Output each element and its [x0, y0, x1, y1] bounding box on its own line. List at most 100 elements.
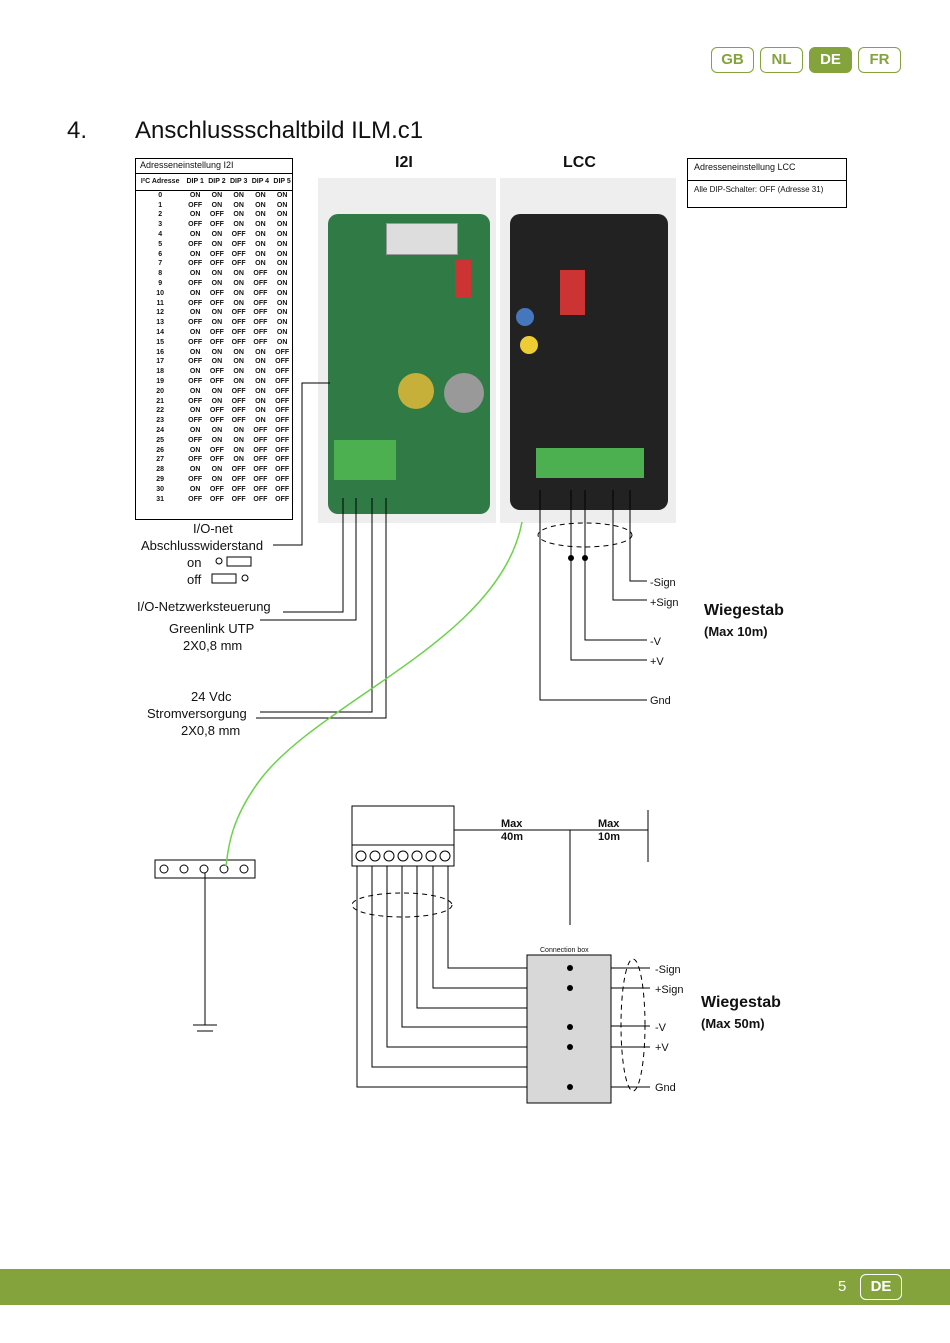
table-cell: ON	[233, 456, 244, 464]
footer-lang-de[interactable]: DE	[860, 1274, 902, 1300]
table-cell: ON	[211, 387, 223, 395]
lower-v-plus: +V	[655, 1042, 669, 1054]
lcc-table-value: Alle DIP-Schalter: OFF (Adresse 31)	[694, 185, 824, 194]
table-cell: OFF	[231, 397, 246, 405]
lang-gb[interactable]: GB	[711, 47, 754, 73]
table-cell: ON	[211, 309, 223, 317]
table-cell: OFF	[253, 279, 268, 287]
table-cell: 14	[156, 328, 165, 336]
table-cell: ON	[211, 230, 223, 238]
table-cell: 28	[156, 466, 165, 474]
max40-a: Max	[501, 818, 523, 830]
table-cell: ON	[255, 250, 266, 258]
page-number: 5	[838, 1278, 847, 1295]
table-cell: OFF	[231, 466, 246, 474]
table-cell: OFF	[275, 407, 290, 415]
table-cell: ON	[211, 240, 223, 248]
max10-a: Max	[598, 818, 620, 830]
table-cell: ON	[211, 279, 223, 287]
table-cell: 2	[158, 211, 163, 219]
lcc-v-minus: -V	[650, 636, 661, 648]
table-cell: OFF	[275, 358, 290, 366]
table-cell: ON	[276, 240, 288, 248]
table-cell: OFF	[253, 446, 268, 454]
table-cell: OFF	[253, 309, 268, 317]
table-cell: ON	[276, 299, 288, 307]
table-cell: ON	[276, 319, 288, 327]
table-cell: OFF	[253, 436, 268, 444]
table-cell: 13	[156, 319, 165, 327]
table-cell: ON	[276, 250, 288, 258]
lower-v-minus: -V	[655, 1022, 666, 1034]
table-cell: ON	[233, 201, 244, 209]
table-cell: OFF	[231, 328, 246, 336]
table-cell: OFF	[209, 211, 224, 219]
table-cell: ON	[255, 387, 266, 395]
lcc-label: LCC	[563, 154, 596, 171]
table-cell: ON	[189, 191, 201, 199]
table-cell: ON	[211, 201, 223, 209]
lang-de[interactable]: DE	[809, 47, 852, 73]
jumper-off-label: off	[187, 572, 202, 587]
table-cell: ON	[233, 377, 244, 385]
lcc-sign-minus: -Sign	[650, 577, 676, 589]
table-cell: ON	[233, 191, 244, 199]
table-cell: ON	[255, 397, 266, 405]
max10-b: 10m	[598, 831, 621, 843]
lang-fr[interactable]: FR	[858, 47, 901, 73]
table-cell: OFF	[209, 250, 224, 258]
table-cell: 15	[156, 338, 165, 346]
table-cell: ON	[211, 270, 223, 278]
lcc-v-plus: +V	[650, 656, 664, 668]
table-cell: ON	[211, 319, 223, 327]
table-cell: OFF	[275, 397, 290, 405]
table-cell: ON	[255, 368, 266, 376]
table-cell: OFF	[253, 495, 268, 503]
table-cell: ON	[255, 407, 266, 415]
lcc-max: (Max 10m)	[704, 624, 768, 639]
table-cell: ON	[233, 299, 244, 307]
table-cell: OFF	[188, 279, 203, 287]
lcc-address-box: Adresseneinstellung LCC Alle DIP-Schalte…	[687, 158, 847, 208]
table-cell: ON	[189, 426, 201, 434]
table-cell: OFF	[253, 338, 268, 346]
table-cell: OFF	[275, 446, 290, 454]
max40-b: 40m	[501, 831, 524, 843]
table-cell: OFF	[275, 387, 290, 395]
table-cell: OFF	[253, 466, 268, 474]
table-cell: 9	[158, 279, 163, 287]
table-cell: ON	[233, 368, 244, 376]
table-cell: OFF	[253, 485, 268, 493]
table-cell: ON	[276, 338, 288, 346]
lower-sign-minus: -Sign	[655, 964, 681, 976]
footer-bar	[0, 1269, 950, 1305]
table-cell: OFF	[209, 485, 224, 493]
table-cell: 29	[156, 475, 165, 483]
table-cell: OFF	[209, 368, 224, 376]
table-cell: ON	[189, 485, 201, 493]
table-cell: ON	[255, 211, 266, 219]
table-cell: ON	[255, 417, 266, 425]
page-title: Anschlussschaltbild ILM.c1	[135, 117, 424, 144]
table-cell: ON	[233, 446, 244, 454]
lang-nl[interactable]: NL	[760, 47, 803, 73]
table-cell: OFF	[253, 456, 268, 464]
table-cell: OFF	[188, 338, 203, 346]
table-cell: OFF	[275, 456, 290, 464]
i2i-header-cell: DIP 4	[251, 177, 270, 185]
table-cell: 16	[156, 348, 165, 356]
table-cell: OFF	[209, 456, 224, 464]
